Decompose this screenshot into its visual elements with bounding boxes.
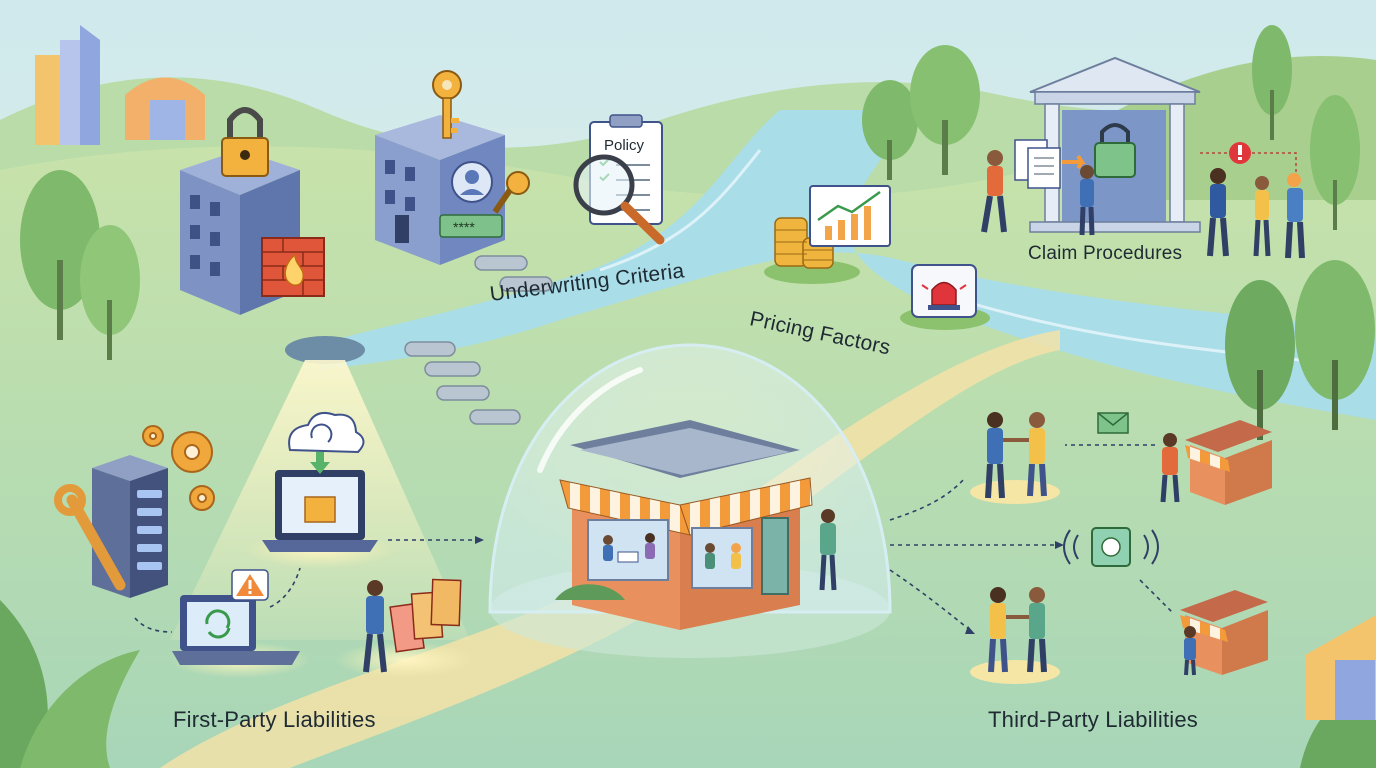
password-field: **** xyxy=(439,214,503,238)
svg-text:****: **** xyxy=(453,219,475,235)
growth-chart-icon xyxy=(809,185,891,247)
laptop-recovery-icon xyxy=(172,595,300,665)
neighbor-shop-bottom xyxy=(1180,590,1268,676)
stepping-stones xyxy=(404,255,553,425)
warning-badge-icon xyxy=(1200,142,1297,180)
label-third-party-liabilities: Third-Party Liabilities xyxy=(988,707,1199,732)
trees xyxy=(20,25,1375,440)
laptop-cloud-backup-icon xyxy=(262,470,378,552)
corner-building xyxy=(1305,615,1376,720)
neighbor-shop-top xyxy=(1160,420,1272,505)
handshake-people-top xyxy=(985,412,1047,499)
server-rack-icon xyxy=(92,455,168,598)
coin-stack-icon xyxy=(764,217,860,284)
magnifying-glass-icon xyxy=(573,154,665,245)
courthouse-building xyxy=(1029,56,1201,233)
warning-icon xyxy=(231,569,269,601)
identity-access-building xyxy=(375,115,505,265)
second-key-icon xyxy=(492,171,530,214)
shop-worker xyxy=(819,509,837,591)
mail-icon xyxy=(1097,412,1129,434)
tunnel xyxy=(285,336,365,364)
policy-title: Policy xyxy=(604,137,645,154)
label-claim-procedures: Claim Procedures xyxy=(1028,243,1183,264)
document-icon xyxy=(1014,139,1086,189)
cloud-sync-icon xyxy=(288,412,365,474)
river xyxy=(320,110,1376,420)
label-first-party-liabilities: First-Party Liabilities xyxy=(173,707,376,732)
safe-icon xyxy=(1063,527,1159,567)
insured-shop xyxy=(555,420,837,630)
key-icon xyxy=(432,70,462,139)
person-with-documents xyxy=(363,578,462,673)
handshake-people-bottom xyxy=(988,587,1047,673)
foreground-leaves xyxy=(0,600,1376,768)
flow-arrows xyxy=(134,444,1173,633)
padlock-icon xyxy=(221,107,269,177)
people-claims xyxy=(981,150,1305,259)
distant-buildings xyxy=(35,25,205,145)
courthouse-padlock-icon xyxy=(1094,123,1136,178)
firewall-icon xyxy=(261,237,325,297)
alarm-siren-icon xyxy=(900,264,990,330)
gear-icon xyxy=(142,425,215,511)
wrench-icon xyxy=(54,484,126,591)
